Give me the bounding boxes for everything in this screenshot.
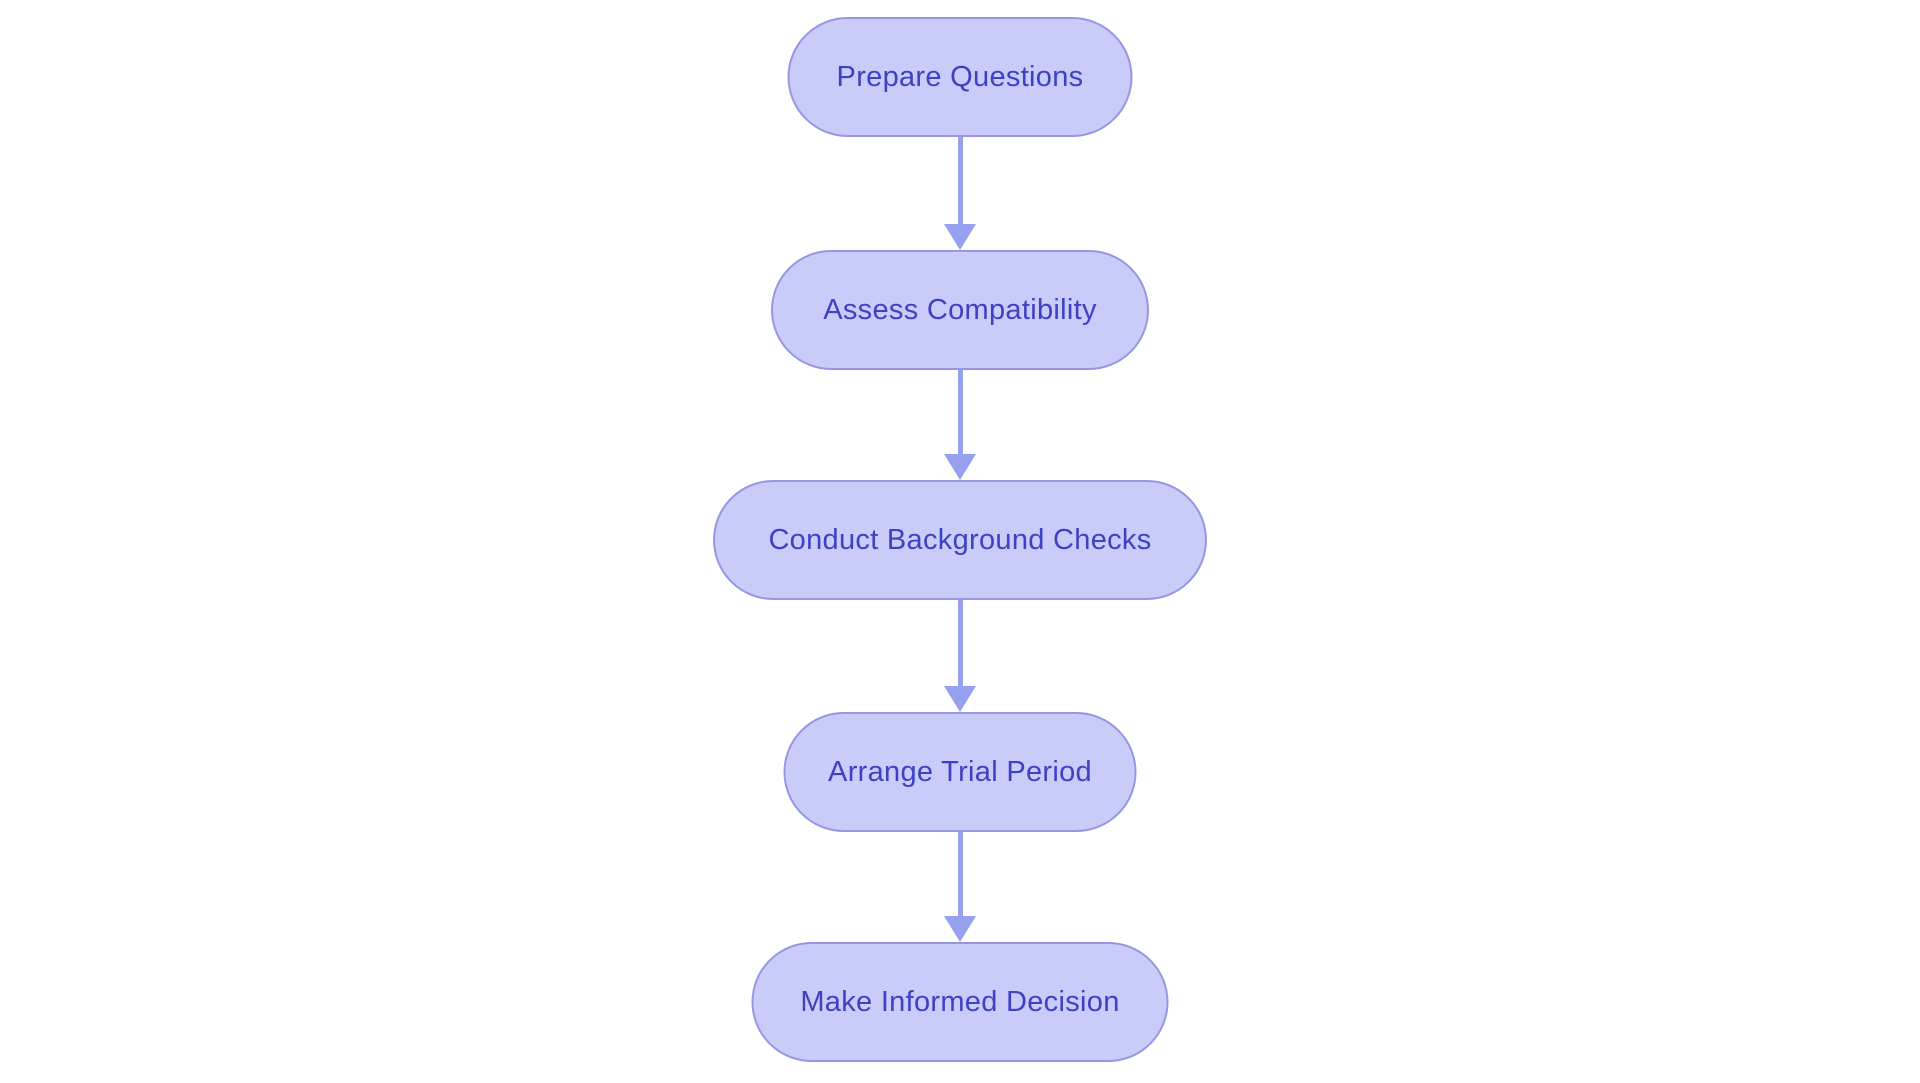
flow-arrow-1	[944, 137, 976, 250]
arrow-line	[957, 137, 963, 224]
flow-node-label: Prepare Questions	[836, 60, 1084, 93]
arrow-line	[957, 832, 963, 916]
flow-node-label: Conduct Background Checks	[768, 523, 1152, 556]
flow-node-label: Assess Compatibility	[823, 293, 1097, 326]
flow-node-prepare-questions: Prepare Questions	[787, 17, 1133, 137]
arrow-line	[957, 600, 963, 686]
arrow-head-icon	[944, 686, 976, 712]
flow-node-arrange-trial-period: Arrange Trial Period	[783, 712, 1137, 832]
flow-arrow-3	[944, 600, 976, 712]
arrow-head-icon	[944, 224, 976, 250]
arrow-head-icon	[944, 916, 976, 942]
flow-arrow-2	[944, 370, 976, 480]
arrow-head-icon	[944, 454, 976, 480]
arrow-line	[957, 370, 963, 454]
flow-arrow-4	[944, 832, 976, 942]
flow-node-make-informed-decision: Make Informed Decision	[751, 942, 1169, 1062]
flow-node-label: Arrange Trial Period	[828, 755, 1092, 788]
flow-node-label: Make Informed Decision	[800, 985, 1120, 1018]
flow-node-conduct-background-checks: Conduct Background Checks	[713, 480, 1207, 600]
flow-node-assess-compatibility: Assess Compatibility	[771, 250, 1149, 370]
